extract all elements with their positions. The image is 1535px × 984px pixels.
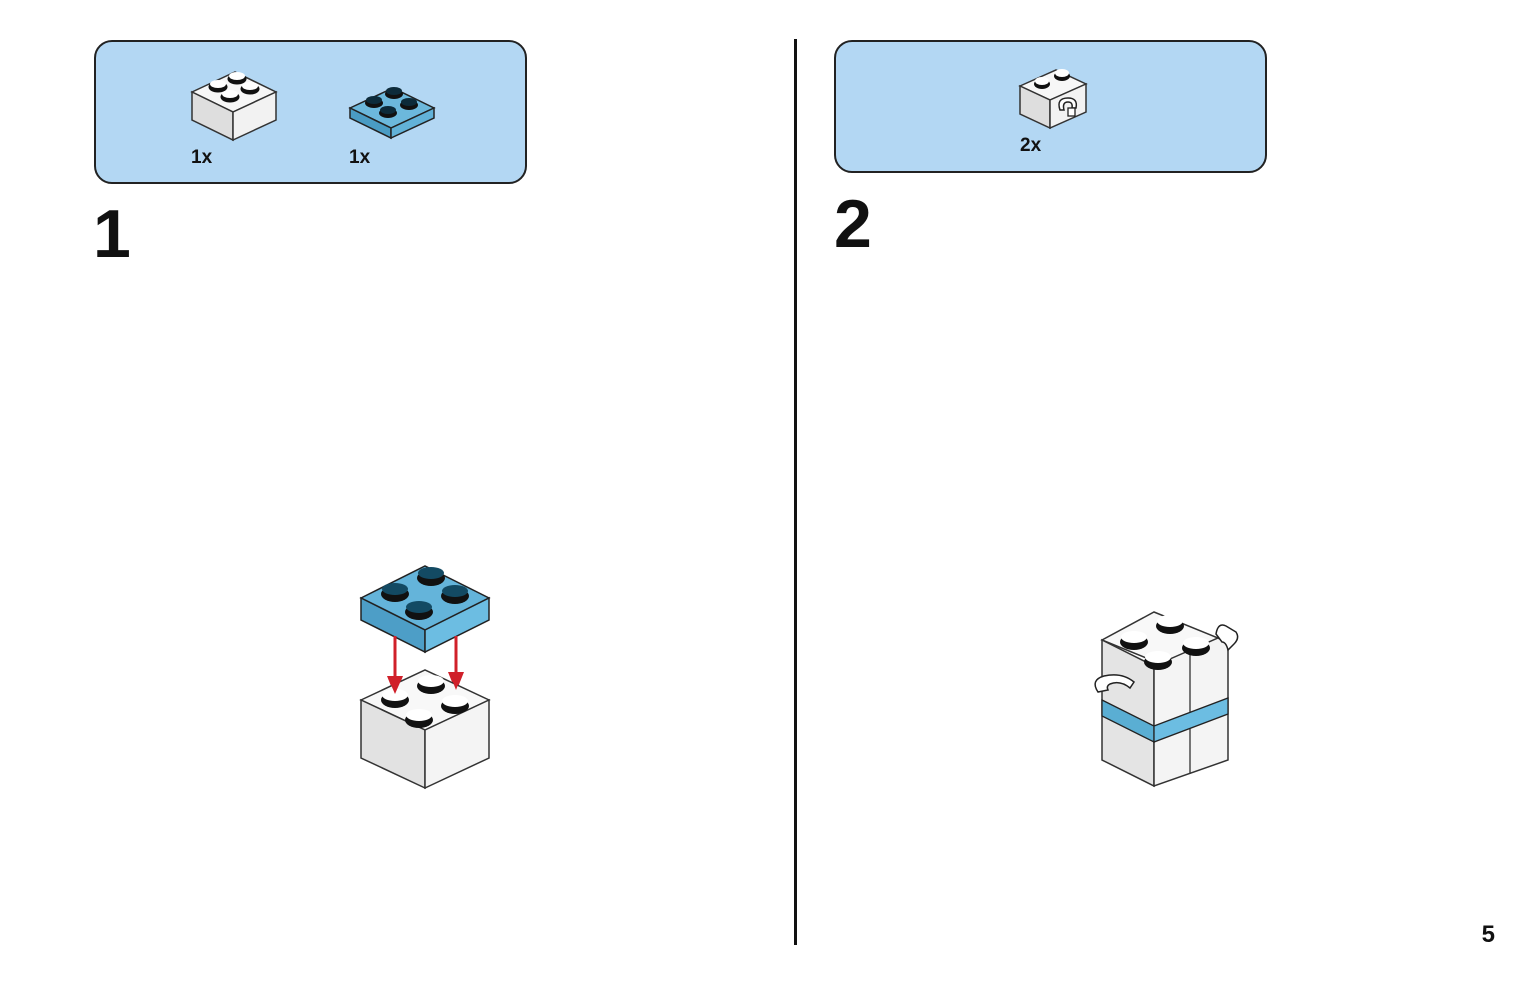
white-1x2-clip-brick-icon — [1018, 69, 1088, 130]
part-quantity: 1x — [349, 147, 371, 168]
white-brick-icon — [359, 669, 491, 790]
page-number: 5 — [1481, 921, 1495, 948]
step-1-build-illustration — [359, 565, 491, 790]
part-quantity: 2x — [1020, 135, 1042, 156]
parts-callout-step-2: 2x — [834, 40, 1267, 173]
blue-2x2-plate-icon — [348, 87, 436, 140]
step-2-build-illustration — [1094, 611, 1239, 788]
white-2x2-brick-icon — [190, 71, 278, 142]
part-quantity: 1x — [191, 147, 213, 168]
step-number: 1 — [93, 196, 131, 272]
parts-callout-step-1: 1x 1x — [94, 40, 527, 184]
blue-plate-icon — [359, 565, 491, 654]
page-divider — [794, 39, 797, 945]
step-number: 2 — [834, 186, 872, 262]
